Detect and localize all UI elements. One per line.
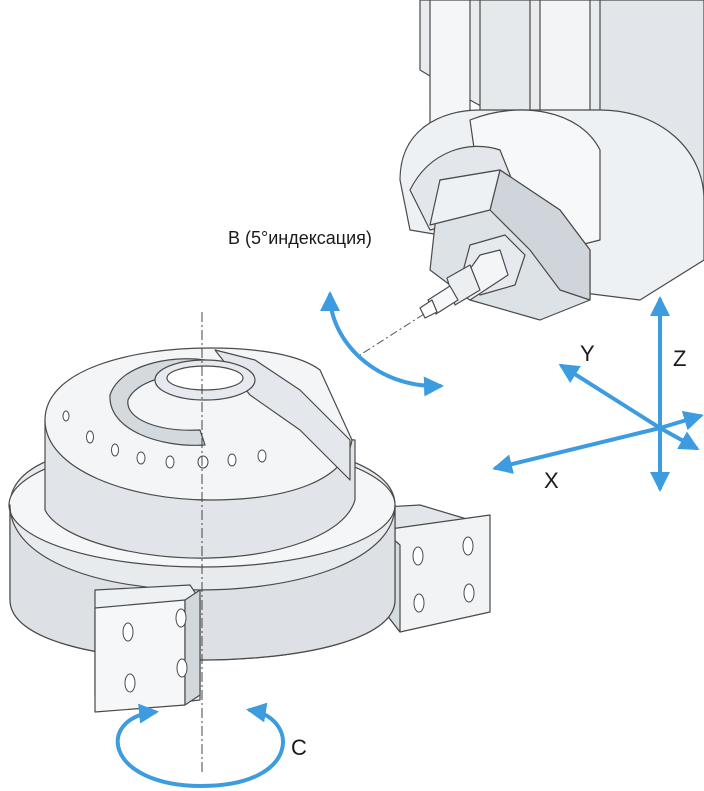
x-axis-label: X [544,468,559,493]
spindle-head [399,0,704,321]
b-axis-label: B (5°индексация) [228,228,372,248]
tool-axis-line [359,313,425,356]
rotary-table [8,347,491,713]
x-axis-back [658,411,704,431]
z-axis-label: Z [673,346,687,371]
coordinate-axes [492,296,704,492]
c-axis-label: C [291,735,307,760]
b-rotation-arrow [320,291,444,397]
table-holes [62,410,475,693]
y-axis-back [658,426,700,450]
c-rotation-arrow [115,702,285,789]
y-axis-arrow [558,363,662,430]
x-axis-arrow [492,426,662,474]
y-axis-label: Y [580,341,595,366]
